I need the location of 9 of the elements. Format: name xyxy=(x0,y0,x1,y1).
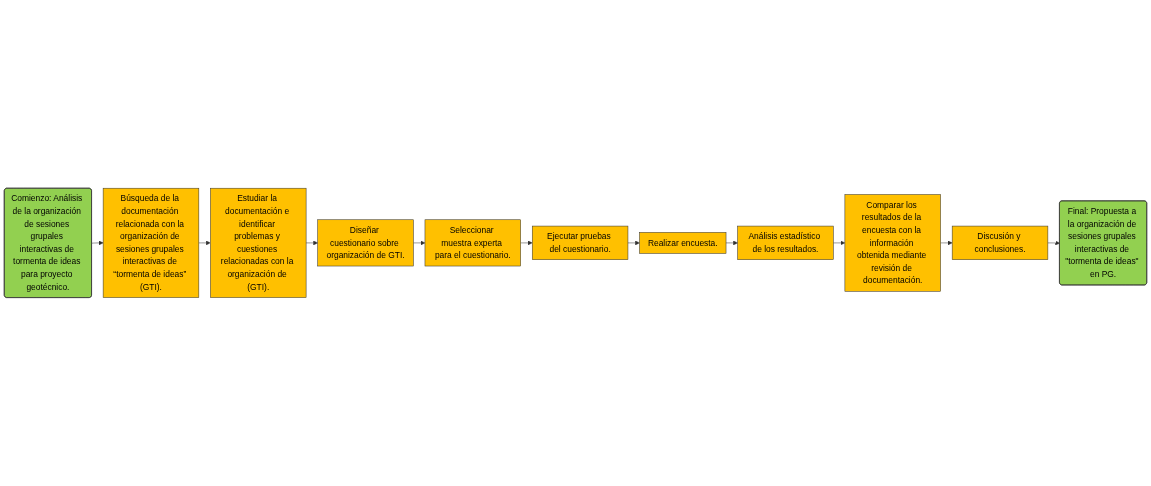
node-box: Diseñar cuestionario sobre organización de GTI. xyxy=(317,219,414,267)
node-box: Discusión y conclusiones. xyxy=(951,225,1049,261)
node-box: Búsqueda de la documentación relacionada con la organización de sesiones grupales interactivas de “tormenta de ideas” (GTI). xyxy=(102,188,200,298)
node-box: Realizar encuesta. xyxy=(639,232,727,254)
node-box: Comparar los resultados de la encuesta con la información obtenida mediante revisión de documentación. xyxy=(844,194,941,292)
node-box: Seleccionar muestra experta para el cuestionario. xyxy=(424,219,521,267)
node-box: Ejecutar pruebas del cuestionario. xyxy=(531,225,629,261)
node-box: Análisis estadístico de los resultados. xyxy=(737,225,834,261)
node-box: Estudiar la documentación e identificar problemas y cuestiones relacionadas con la organización de (GTI). xyxy=(210,188,307,298)
